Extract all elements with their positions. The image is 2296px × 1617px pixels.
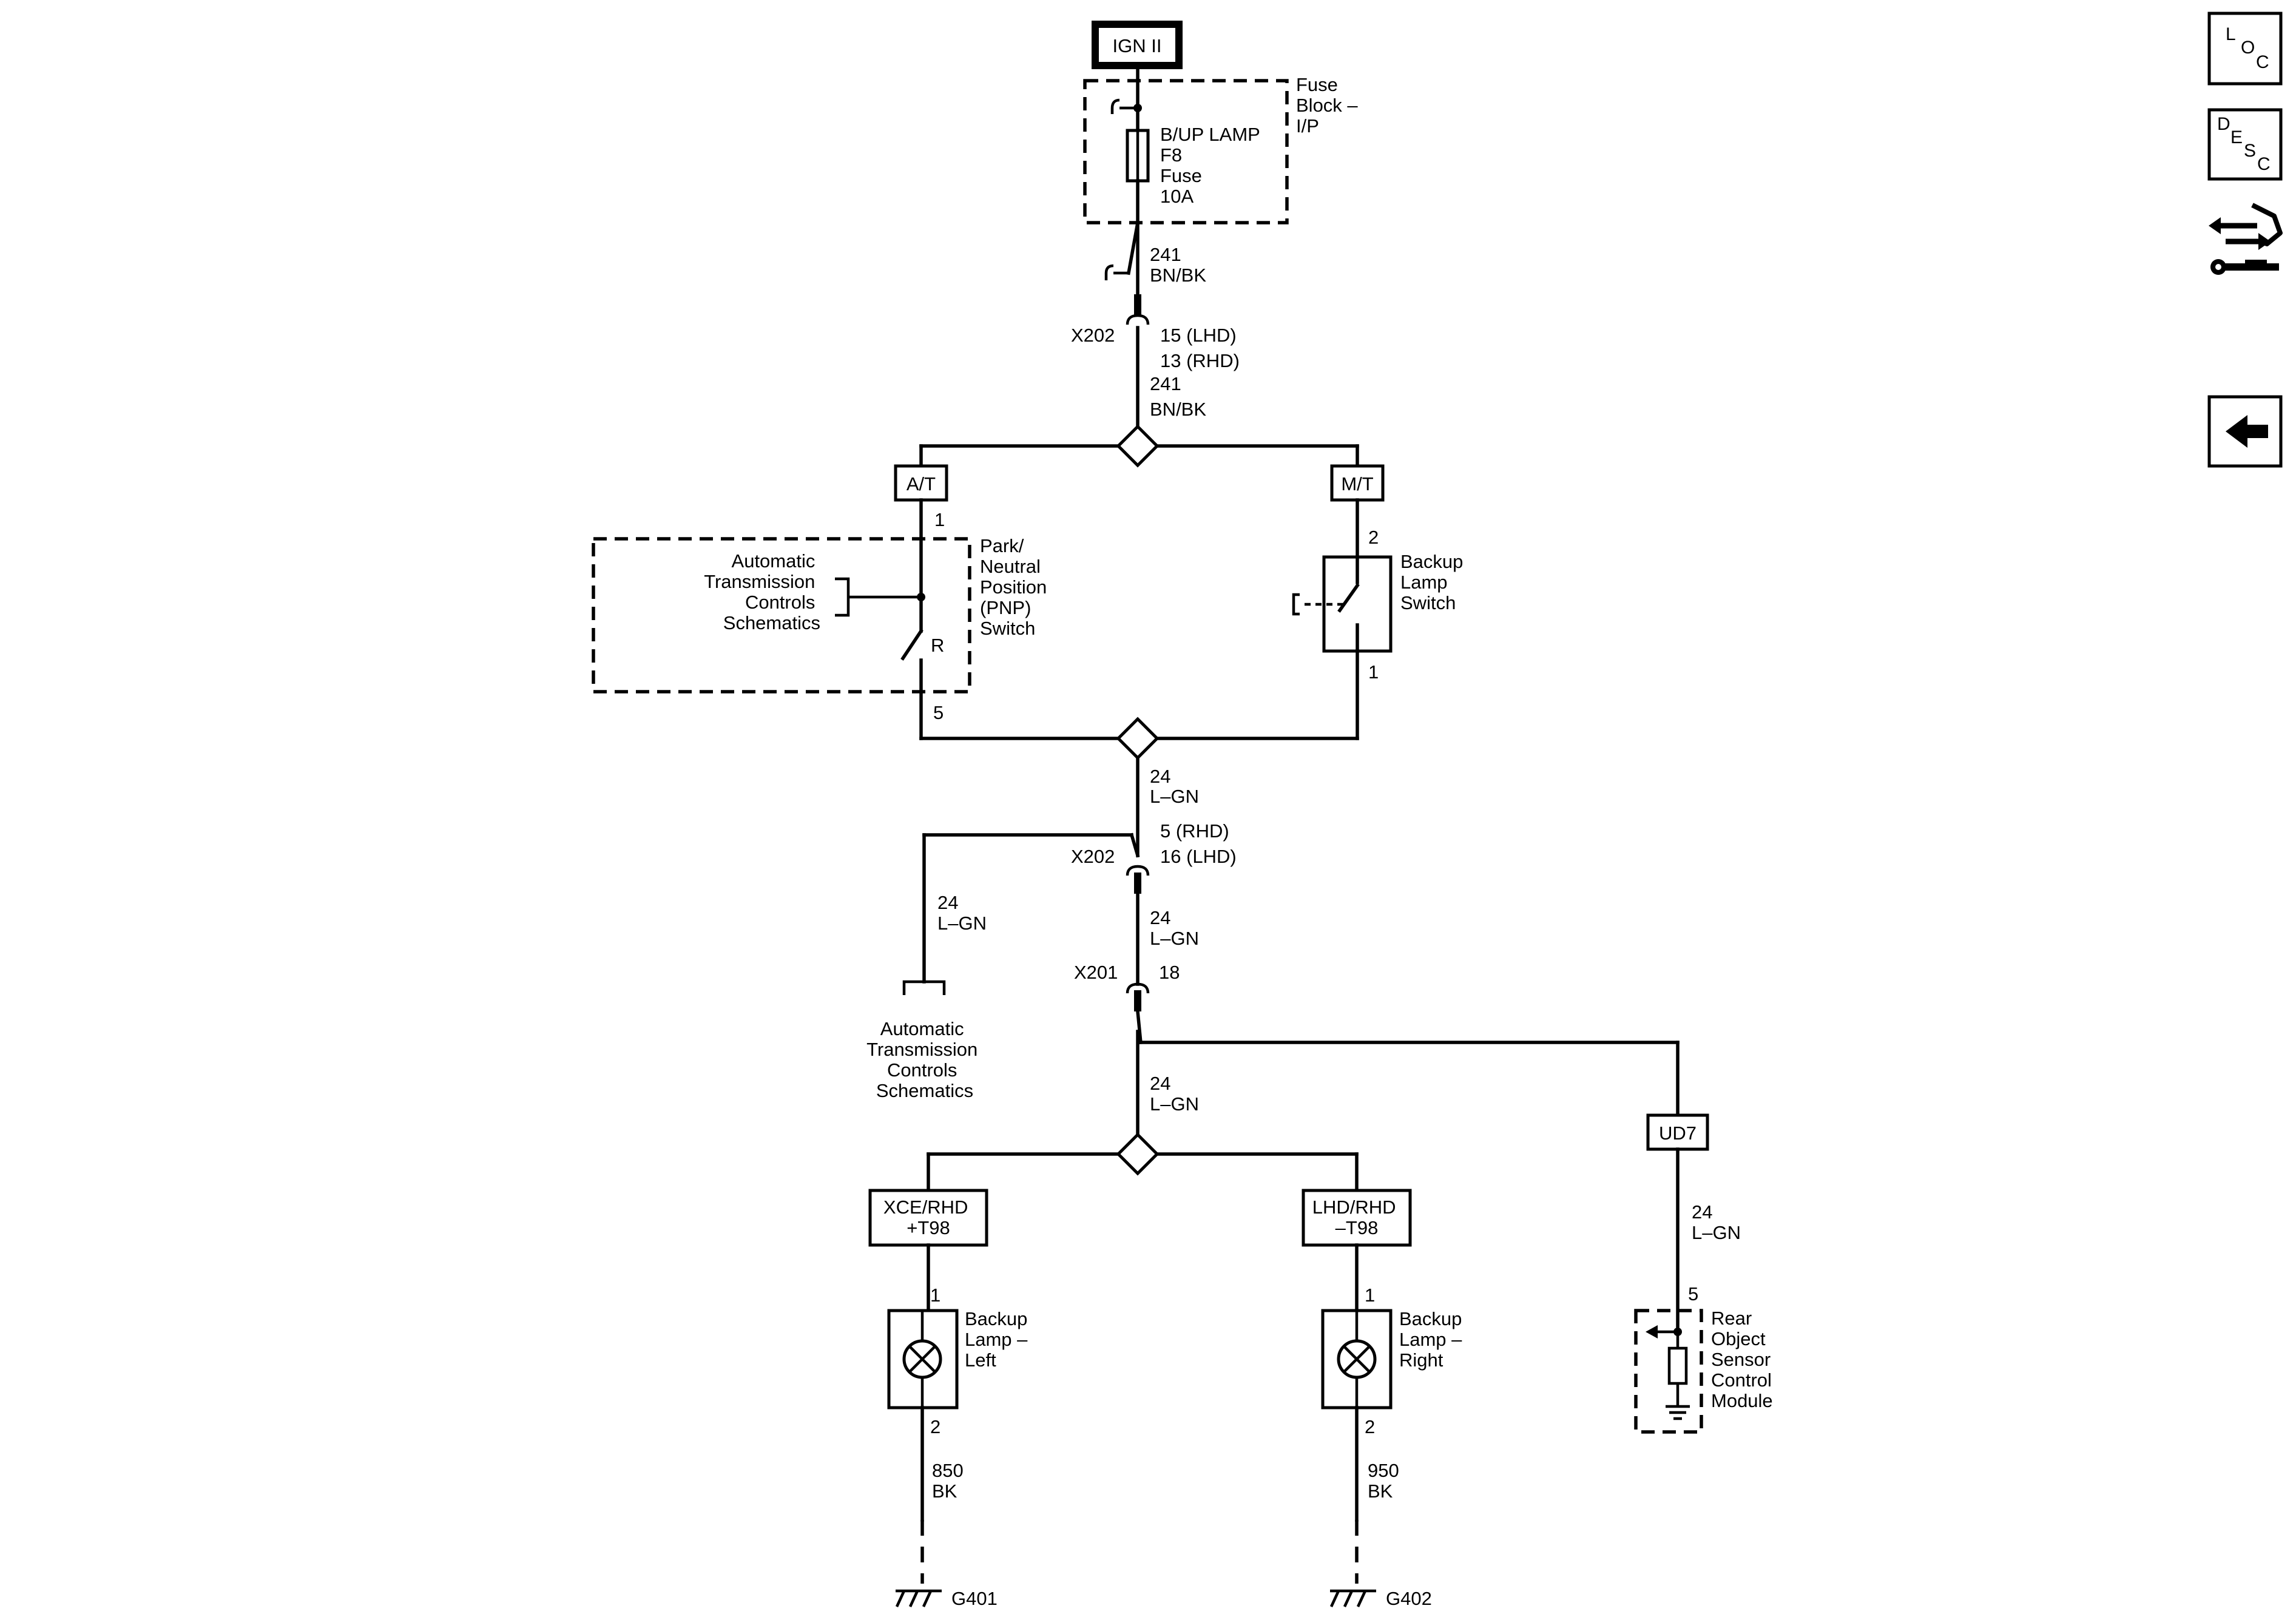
splice-bottom xyxy=(1116,1132,1160,1176)
wire-241-mid: 241 BN/BK xyxy=(1150,373,1206,420)
wire-241-top: 241 BN/BK xyxy=(1150,244,1206,286)
rear-module-label: Rear Object Sensor Control Module xyxy=(1711,1308,1777,1411)
x202-top-name: X202 xyxy=(1071,325,1115,346)
desc-letter-d: D xyxy=(2217,114,2230,134)
loc-letter-l: L xyxy=(2226,24,2236,44)
lamp-right-label: Backup Lamp – Right xyxy=(1399,1308,1467,1371)
fuse-block-ip: Fuse Block – I/P xyxy=(1083,74,1363,224)
fuse-block-label: Fuse Block – I/P xyxy=(1296,74,1363,137)
loc-letter-c: C xyxy=(2256,52,2269,72)
rear-object-sensor-module: Rear Object Sensor Control Module xyxy=(1634,1308,1777,1434)
ud7-label: UD7 xyxy=(1659,1122,1697,1144)
pnp-ref-label: Automatic Transmission Controls Schemati… xyxy=(704,550,820,633)
fuse-f8: B/UP LAMP F8 Fuse 10A xyxy=(1126,124,1265,207)
wire-24-left: 24 L–GN xyxy=(937,892,987,934)
backup-switch-pin-top: 2 xyxy=(1368,527,1379,548)
option-ud7: UD7 xyxy=(1646,1113,1709,1151)
wire-950: 950 BK xyxy=(1368,1460,1404,1502)
wire-24-ud7: 24 L–GN xyxy=(1692,1201,1741,1243)
at-label: A/T xyxy=(907,473,936,495)
splice-top xyxy=(1116,424,1160,468)
backup-lamp-left: Backup Lamp – Left xyxy=(887,1308,1033,1409)
ground-g402-icon: G402 xyxy=(1329,1588,1432,1609)
lamp-right-pin-top: 1 xyxy=(1365,1284,1375,1306)
wire-24-b: 24 L–GN xyxy=(1150,907,1199,949)
x201-pin: 18 xyxy=(1159,962,1180,983)
option-at: A/T xyxy=(894,464,948,502)
ground-g402-label: G402 xyxy=(1386,1588,1432,1609)
connector-x202-bottom: 5 (RHD) 16 (LHD) X202 xyxy=(1071,820,1237,894)
option-mt: M/T xyxy=(1330,464,1385,502)
x202-bottom-pins: 5 (RHD) 16 (LHD) xyxy=(1160,820,1237,867)
pnp-pin-top: 1 xyxy=(934,509,945,530)
pnp-switch-label: Park/ Neutral Position (PNP) Switch xyxy=(980,535,1052,639)
back-button[interactable] xyxy=(2207,395,2283,468)
pnp-switch: Automatic Transmission Controls Schemati… xyxy=(592,535,1052,694)
loc-button[interactable]: L O C xyxy=(2207,12,2283,86)
option-xce-rhd: XCE/RHD +T98 xyxy=(868,1189,988,1247)
ground-g401-label: G401 xyxy=(951,1588,998,1609)
lamp-left-pin-bottom: 2 xyxy=(930,1416,940,1437)
desc-letter-s: S xyxy=(2244,141,2256,161)
desc-letter-c: C xyxy=(2257,154,2271,174)
desc-button[interactable]: D E S C xyxy=(2207,108,2283,181)
x202-top-pins: 15 (LHD) 13 (RHD) xyxy=(1160,325,1241,371)
lhd-label: LHD/RHD –T98 xyxy=(1312,1197,1401,1238)
connector-wrench-icon[interactable] xyxy=(2209,203,2283,275)
lamp-right-pin-bottom: 2 xyxy=(1365,1416,1375,1437)
desc-letter-e: E xyxy=(2230,127,2243,147)
backup-lamp-right: Backup Lamp – Right xyxy=(1321,1308,1467,1409)
connector-x202-top: X202 15 (LHD) 13 (RHD) xyxy=(1071,314,1241,371)
lamp-left-pin-top: 1 xyxy=(930,1284,940,1306)
backup-switch-pin-bottom: 1 xyxy=(1368,661,1379,683)
mt-label: M/T xyxy=(1341,473,1373,495)
fuse-label: B/UP LAMP F8 Fuse 10A xyxy=(1160,124,1265,207)
at-ref-label: Automatic Transmission Controls Schemati… xyxy=(866,1018,983,1101)
back-arrow-icon xyxy=(2226,415,2268,448)
option-lhd-rhd: LHD/RHD –T98 xyxy=(1302,1189,1412,1247)
ground-g401-icon: G401 xyxy=(895,1588,998,1609)
connector-x201: X201 18 xyxy=(1074,962,1180,1011)
rear-module-pin: 5 xyxy=(1688,1283,1698,1305)
lamp-left-label: Backup Lamp – Left xyxy=(965,1308,1033,1371)
x202-bottom-name: X202 xyxy=(1071,846,1115,867)
x201-name: X201 xyxy=(1074,962,1118,983)
splice-middle xyxy=(1116,717,1160,760)
pnp-position-r: R xyxy=(931,635,944,656)
wire-24-a: 24 L–GN xyxy=(1150,766,1199,807)
wire-850: 850 BK xyxy=(932,1460,968,1502)
backup-lamp-switch: Backup Lamp Switch xyxy=(1292,551,1468,653)
xce-label: XCE/RHD +T98 xyxy=(883,1197,973,1238)
wire-24-c: 24 L–GN xyxy=(1150,1073,1199,1115)
backup-switch-label: Backup Lamp Switch xyxy=(1400,551,1468,613)
loc-letter-o: O xyxy=(2241,38,2255,58)
pnp-pin-bottom: 5 xyxy=(933,702,944,723)
ign-ii-power-source: IGN II xyxy=(1092,21,1183,69)
ign-ii-label: IGN II xyxy=(1113,35,1162,56)
